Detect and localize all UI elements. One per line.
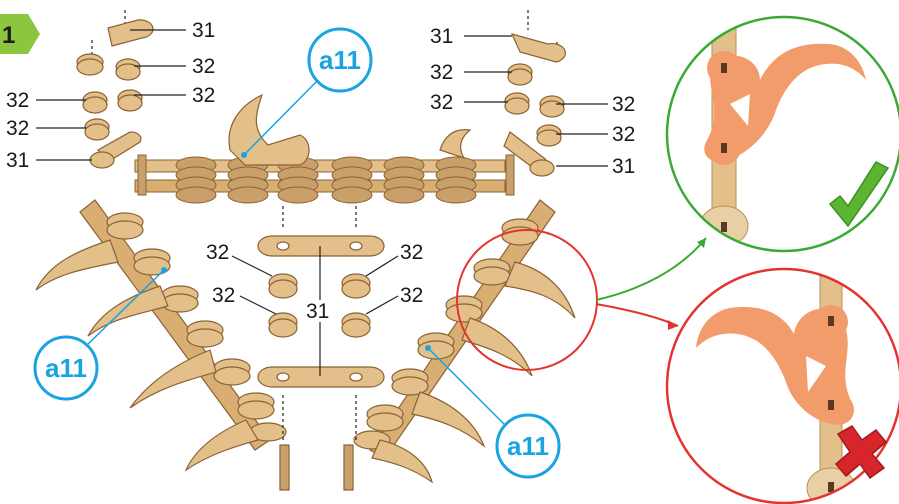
part-label-32: 32: [6, 117, 29, 140]
correct-orientation-detail: [665, 15, 899, 253]
part-label-32: 32: [612, 123, 635, 146]
part-label-32: 32: [400, 241, 423, 264]
exploded-parts-center: [257, 206, 385, 440]
part-label-31: 31: [6, 149, 29, 172]
part-label-31: 31: [306, 300, 329, 323]
part-label-32: 32: [212, 284, 235, 307]
callout-label: a11: [507, 431, 549, 461]
callout-label: a11: [45, 353, 87, 383]
exploded-parts-right: [503, 10, 567, 177]
wrong-orientation-detail: [665, 267, 899, 504]
part-label-32: 32: [6, 89, 29, 112]
part-label-32: 32: [430, 91, 453, 114]
exploded-parts-left: [76, 10, 154, 169]
step-number: 1: [2, 22, 15, 49]
part-labels: 31 32 32 32 32 31 31 32 32 32 32 31 32 3…: [6, 19, 635, 323]
part-label-31: 31: [192, 19, 215, 42]
step-badge: 1: [0, 14, 40, 54]
top-center-assembly: [134, 93, 515, 204]
part-label-32: 32: [206, 241, 229, 264]
check-icon: [828, 161, 890, 228]
callout-label: a11: [319, 45, 361, 75]
part-label-32: 32: [430, 61, 453, 84]
cross-icon: [834, 425, 888, 480]
callout-right: a11: [425, 345, 561, 479]
part-label-31: 31: [612, 155, 635, 178]
part-label-32: 32: [400, 284, 423, 307]
callout-top: a11: [241, 27, 373, 158]
part-label-32: 32: [192, 84, 215, 107]
part-label-32: 32: [192, 55, 215, 78]
callout-left: a11: [33, 267, 167, 401]
part-label-31: 31: [430, 25, 453, 48]
label-leader-lines: [36, 29, 608, 376]
part-label-32: 32: [612, 93, 635, 116]
left-chain-assembly: [35, 199, 290, 491]
highlight-zoom-circle: [456, 229, 707, 371]
